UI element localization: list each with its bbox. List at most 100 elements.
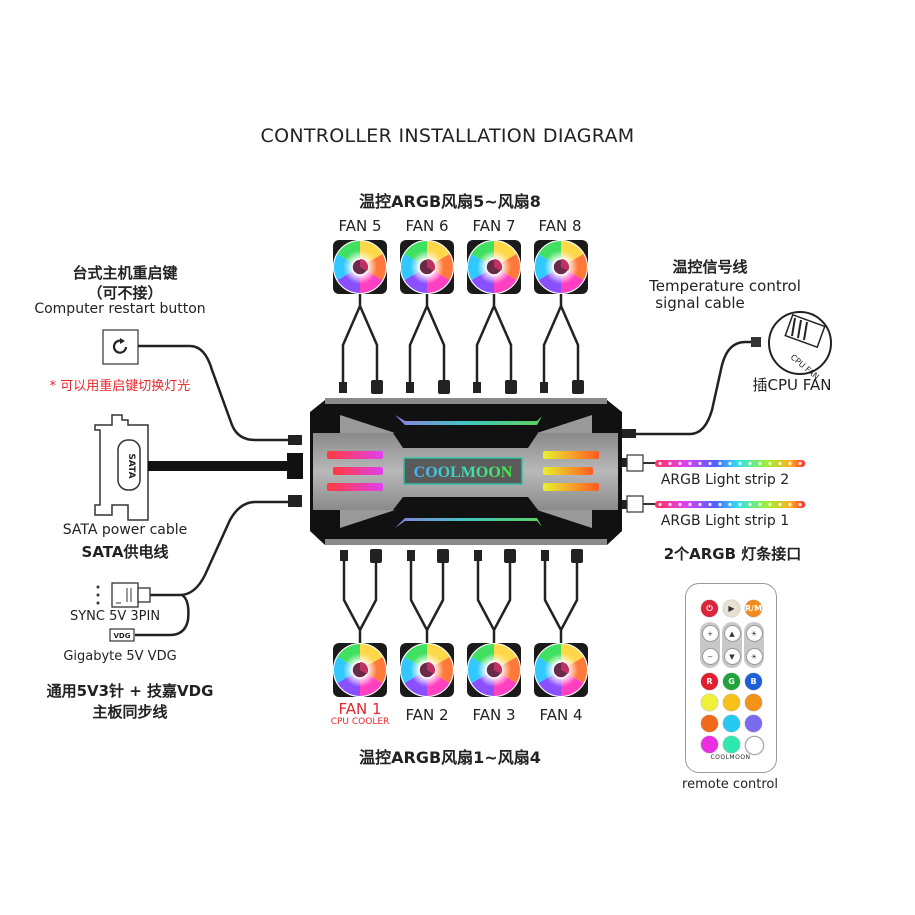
temp-en-title-2: signal cable	[655, 294, 745, 312]
remote-down-button[interactable]: ☀	[745, 648, 763, 665]
fan-label: FAN 6	[405, 217, 449, 235]
remote-down-button[interactable]: −	[701, 648, 719, 665]
sync-plug	[288, 495, 302, 507]
remote-up-button[interactable]: ☀	[745, 625, 763, 642]
remote-color-button[interactable]	[723, 715, 740, 732]
strip-led	[768, 502, 772, 507]
strip-led	[678, 502, 682, 507]
fan-8	[533, 239, 589, 295]
strip-led	[748, 461, 752, 466]
strip-led	[758, 502, 762, 507]
temp-signal-cable	[636, 340, 752, 436]
sata-connector	[94, 414, 149, 521]
restart-en-title: Computer restart button	[34, 301, 206, 317]
fan-3	[466, 642, 522, 698]
strip-led	[728, 502, 732, 507]
strip-led	[688, 461, 692, 466]
top-fans	[332, 239, 589, 295]
fan-1	[332, 642, 388, 698]
controller-brand: COOLMOON	[414, 464, 513, 481]
remote-r-button[interactable]: R	[701, 673, 718, 690]
sata-cable	[148, 461, 288, 471]
remote-down-button[interactable]: ▼	[723, 648, 741, 665]
strip-led	[748, 502, 752, 507]
temp-en-title-1: Temperature control	[649, 277, 801, 295]
remote-b-button[interactable]: B	[745, 673, 762, 690]
fan-label: FAN 7	[472, 217, 516, 235]
remote-color-button[interactable]	[701, 736, 718, 753]
argb-strip-1	[622, 495, 805, 513]
top-cable-plugs	[339, 380, 584, 394]
remote-up-button[interactable]: +	[701, 625, 719, 642]
strip-led	[788, 461, 792, 466]
strip-led	[778, 502, 782, 507]
strip-led	[788, 502, 792, 507]
restart-cn-title: 台式主机重启键	[72, 264, 178, 282]
diagram-title: CONTROLLER INSTALLATION DIAGRAM	[260, 125, 635, 147]
argb-strip-2-label: ARGB Light strip 2	[660, 472, 790, 488]
restart-icon	[112, 339, 128, 354]
bottom-fans	[332, 642, 589, 698]
remote-brand: COOLMOON	[710, 754, 751, 761]
sync-3pin-connector	[96, 582, 151, 608]
strip-led	[678, 461, 682, 466]
remote-r-m-button[interactable]: R/M	[745, 600, 762, 617]
remote-color-button[interactable]	[745, 736, 764, 755]
temp-cn-title: 温控信号线	[672, 258, 748, 276]
restart-tip: * 可以用重启键切换灯光	[49, 379, 191, 394]
strip-led	[708, 461, 712, 466]
remote-color-button[interactable]	[701, 694, 718, 711]
temp-plug	[622, 429, 636, 438]
strip-led	[798, 461, 802, 466]
sata-en-label: SATA power cable	[62, 522, 188, 538]
fan-label: FAN 5	[338, 217, 382, 235]
strip-led	[708, 502, 712, 507]
strip-led	[778, 461, 782, 466]
strip-led	[768, 461, 772, 466]
strip-led	[698, 502, 702, 507]
fan-label: FAN 2	[405, 706, 449, 724]
bottom-group-heading: 温控ARGB风扇1~风扇4	[359, 748, 541, 767]
strip-led	[688, 502, 692, 507]
remote-color-button[interactable]	[745, 715, 762, 732]
temp-cn-plug: 插CPU FAN	[752, 376, 832, 394]
remote-color-button[interactable]	[723, 736, 740, 753]
restart-plug	[288, 435, 302, 445]
temp-cable-plug	[751, 337, 761, 347]
strip-led	[668, 502, 672, 507]
argb-strip-2	[622, 454, 805, 472]
sata-connector-text: SATA	[126, 453, 136, 478]
fan-sublabel: CPU COOLER	[330, 717, 390, 727]
fan-label: FAN 4	[539, 706, 583, 724]
remote-mode-play-button[interactable]: ▶	[723, 600, 740, 617]
fan-4	[533, 642, 589, 698]
remote-power-button[interactable]: ⏻	[701, 600, 718, 617]
strip-led	[728, 461, 732, 466]
vdg-tag: VDG	[114, 632, 131, 640]
remote-g-button[interactable]: G	[723, 673, 740, 690]
strip-led	[798, 502, 802, 507]
fan-2	[399, 642, 455, 698]
remote-color-button[interactable]	[745, 694, 762, 711]
cpu-fan-badge	[768, 311, 832, 375]
sata-plug	[287, 453, 303, 479]
top-group-heading: 温控ARGB风扇5~风扇8	[359, 192, 541, 211]
argb-strip-1-label: ARGB Light strip 1	[660, 513, 790, 529]
remote-color-button[interactable]	[701, 715, 718, 732]
top-fan-cables	[341, 294, 580, 385]
sync-en-label-2: Gigabyte 5V VDG	[63, 649, 177, 664]
bottom-cable-plugs	[340, 549, 583, 563]
restart-cable	[138, 344, 290, 442]
strip-led	[658, 461, 662, 466]
strip-led	[698, 461, 702, 466]
remote-color-button[interactable]	[723, 694, 740, 711]
remote-up-button[interactable]: ▲	[723, 625, 741, 642]
strip-led	[718, 461, 722, 466]
sync-cn-label-1: 通用5V3针 + 技嘉VDG	[46, 682, 214, 700]
restart-button-graphic	[102, 329, 139, 365]
strip-led	[758, 461, 762, 466]
controller-hub	[310, 398, 622, 545]
strip-led	[738, 461, 742, 466]
